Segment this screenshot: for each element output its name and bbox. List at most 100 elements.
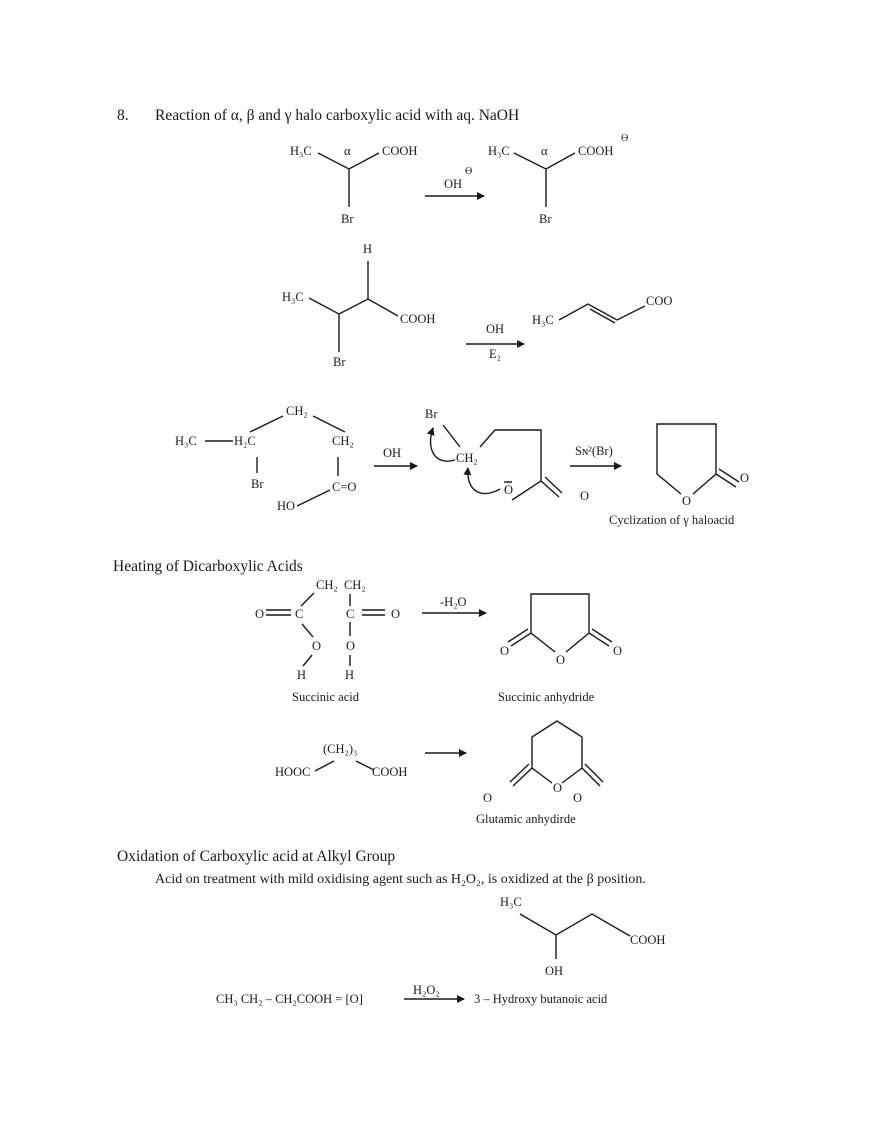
- oh-o-right: O: [346, 639, 355, 653]
- product-coo: COO: [646, 294, 672, 308]
- bond: [312, 415, 346, 433]
- glutaric-anhydride-label: Glutamic anhydirde: [476, 812, 576, 826]
- reactant-h2c: H₂C: [234, 434, 256, 448]
- double-bond: [584, 763, 604, 783]
- glutaric-reaction: (CH₂)₃ HOOC COOH O O O Glutamic anhydird…: [275, 720, 604, 826]
- o-left: O: [500, 644, 509, 658]
- h-right: H: [345, 668, 354, 682]
- section-title: Reaction of α, β and γ halo carboxylic a…: [155, 107, 519, 124]
- reactant-br: Br: [341, 212, 354, 226]
- oh: OH: [545, 964, 563, 978]
- product-br: Br: [539, 212, 552, 226]
- reactant-cooh: COOH: [400, 312, 435, 326]
- double-bond: [718, 468, 740, 483]
- bond: [308, 297, 399, 317]
- o-right: O: [391, 607, 400, 621]
- product-charge: ϴ: [621, 133, 628, 144]
- o-ring: O: [553, 781, 562, 795]
- product-cooh: COOH: [578, 144, 613, 158]
- alpha-label: α: [344, 144, 351, 158]
- curved-arrow: [426, 427, 456, 462]
- caption: Cyclization of γ haloacid: [609, 513, 735, 527]
- double-bond: [507, 628, 529, 643]
- carbonyl-oxygen: O: [740, 471, 749, 485]
- bond: [715, 473, 737, 488]
- double-bond: [591, 628, 613, 643]
- double-bond: [589, 308, 616, 324]
- reagent-charge: ϴ: [465, 166, 472, 177]
- product-h3c: H₃C: [532, 313, 554, 327]
- reactant-h: H: [363, 242, 372, 256]
- bond: [588, 632, 610, 647]
- reagent-sn2: Sɴ²(Br): [575, 444, 613, 458]
- lactone-ring: [656, 423, 717, 495]
- paragraph: Acid on treatment with mild oxidising ag…: [155, 872, 646, 887]
- reactant-cooh: COOH: [382, 144, 417, 158]
- intermediate-oxide: O: [504, 483, 513, 497]
- alpha-halo-reaction: H₃C α COOH Br OH ϴ H₃C α COOH ϴ Br: [290, 133, 628, 226]
- bond: [519, 913, 631, 937]
- hooc: HOOC: [275, 765, 310, 779]
- reactant-ho: HO: [277, 499, 295, 513]
- c-right: C: [346, 607, 354, 621]
- bond: [296, 489, 331, 507]
- alpha-label: α: [541, 144, 548, 158]
- h-left: H: [297, 668, 306, 682]
- bond: [302, 654, 313, 667]
- reagent-minus-water: -H₂O: [440, 595, 467, 609]
- succinic-reaction: CH₂ CH₂ O C C O O H O H Succinic acid -H…: [255, 578, 622, 704]
- section-heading: Oxidation of Carboxylic acid at Alkyl Gr…: [117, 848, 395, 865]
- bond: [301, 623, 314, 638]
- reactant-h3c: H₃C: [175, 434, 197, 448]
- bond: [479, 429, 542, 501]
- o-right: O: [613, 644, 622, 658]
- o-left: O: [483, 791, 492, 805]
- reagent-oh: OH: [444, 177, 462, 191]
- ch2-pair: CH₂ CH₂: [316, 578, 366, 592]
- reactant-ch2-top: CH₂: [286, 404, 308, 418]
- intermediate-ch2: CH₂: [456, 451, 478, 465]
- reagent-oh: OH: [383, 446, 401, 460]
- bond: [442, 424, 461, 448]
- cooh: COOH: [630, 933, 665, 947]
- reactant-carbonyl: C=O: [332, 480, 356, 494]
- bond: [581, 767, 601, 787]
- bond: [249, 415, 284, 433]
- succinic-acid-label: Succinic acid: [292, 690, 360, 704]
- bond: [510, 632, 532, 647]
- reactant-br: Br: [333, 355, 346, 369]
- section-number: 8.: [117, 107, 129, 124]
- bond: [314, 760, 335, 772]
- reactant-h3c: H₃C: [290, 144, 312, 158]
- o-left: O: [255, 607, 264, 621]
- equation-reactant: CH₃ CH₂ – CH₂COOH = [O]: [216, 992, 363, 1006]
- reagent-oh: OH: [486, 322, 504, 336]
- oh-o-left: O: [312, 639, 321, 653]
- intermediate-o: O: [580, 489, 589, 503]
- ring-oxygen: O: [682, 494, 691, 508]
- double-bond: [509, 763, 530, 783]
- equation-product: 3 – Hydroxy butanoic acid: [474, 992, 608, 1006]
- bond: [512, 767, 533, 787]
- bond: [300, 592, 315, 607]
- bond: [540, 480, 560, 498]
- gamma-halo-reaction: CH₂ H₃C H₂C CH₂ Br C=O HO OH Br CH₂ O O …: [175, 404, 749, 527]
- reactant-br: Br: [251, 477, 264, 491]
- reagent-e2: E₂: [489, 347, 501, 361]
- oxidation-reaction: H₃C COOH OH CH₃ CH₂ – CH₂COOH = [O] H₂O₂…: [216, 895, 665, 1006]
- section-heading: Heating of Dicarboxylic Acids: [113, 558, 303, 575]
- reactant-h3c: H₃C: [282, 290, 304, 304]
- succinic-anhydride-label: Succinic anhydride: [498, 690, 595, 704]
- ch2-chain: (CH₂)₃: [323, 742, 357, 756]
- anhydride-ring: [530, 593, 590, 653]
- curved-arrow: [463, 467, 501, 495]
- c-left: C: [295, 607, 303, 621]
- product-h3c: H₃C: [488, 144, 510, 158]
- bond: [558, 303, 646, 321]
- beta-halo-reaction: H H₃C COOH Br OH E₂ H₃C COO: [282, 242, 672, 369]
- intermediate-br: Br: [425, 407, 438, 421]
- double-bond: [544, 476, 563, 494]
- reagent-h2o2: H₂O₂: [413, 983, 440, 997]
- o-right: O: [573, 791, 582, 805]
